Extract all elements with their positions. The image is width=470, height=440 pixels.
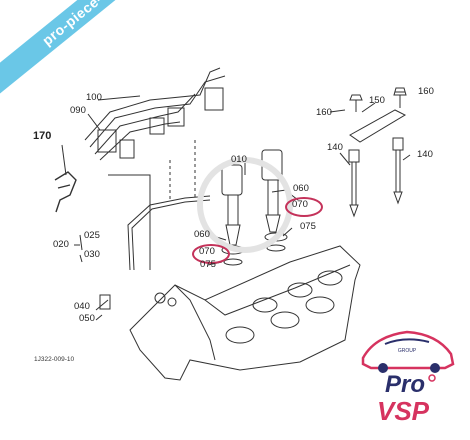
label-060-left: 060: [194, 229, 210, 240]
label-040: 040: [74, 301, 90, 312]
provsp-logo: GROUP Pro VSP: [361, 330, 455, 426]
label-075-right: 075: [300, 221, 316, 232]
label-160-right: 160: [418, 86, 434, 97]
label-050: 050: [79, 313, 95, 324]
label-070-right: 070: [292, 199, 308, 210]
label-075-left: 075: [200, 259, 216, 270]
label-170: 170: [33, 130, 52, 142]
logo-line2: VSP: [377, 396, 430, 426]
drawing-code: 1J322-009-10: [34, 356, 75, 363]
label-150: 150: [369, 95, 385, 106]
label-140-right: 140: [417, 149, 433, 160]
label-025: 025: [84, 230, 100, 241]
logo-tag: GROUP: [398, 348, 417, 354]
logo-line1: Pro: [385, 371, 425, 398]
label-020: 020: [53, 239, 69, 250]
highlight-ring-070-left: [192, 244, 230, 264]
label-060-right: 060: [293, 183, 309, 194]
label-090: 090: [70, 105, 86, 116]
label-160-left: 160: [316, 107, 332, 118]
label-070-left: 070: [199, 246, 215, 257]
label-100: 100: [86, 92, 102, 103]
label-140-left: 140: [327, 142, 343, 153]
label-030: 030: [84, 249, 100, 260]
label-010: 010: [231, 154, 247, 165]
highlight-ring-070-right: [285, 197, 323, 217]
